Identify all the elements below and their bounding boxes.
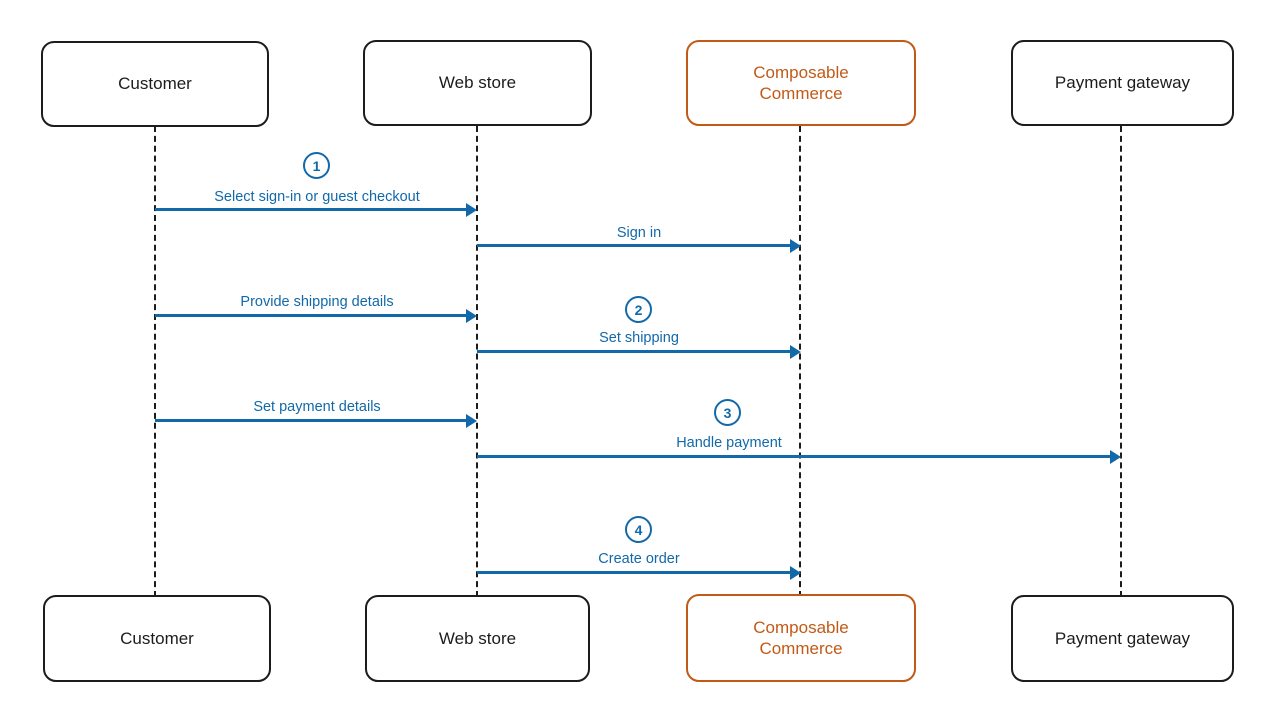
step-circle-4: 4 <box>625 516 652 543</box>
actor-label: Customer <box>120 628 194 648</box>
actor-box-payment-gateway-bottom: Payment gateway <box>1011 595 1234 682</box>
message-arrow-create-order <box>477 565 801 580</box>
message-label-set-payment: Set payment details <box>253 399 381 415</box>
message-label-provide-shipping: Provide shipping details <box>240 294 394 310</box>
message-label-create-order: Create order <box>598 551 680 567</box>
message-label-set-shipping: Set shipping <box>599 330 679 346</box>
actor-box-composable-commerce-top: Composable Commerce <box>686 40 916 126</box>
actor-box-payment-gateway-top: Payment gateway <box>1011 40 1234 126</box>
actor-label: Composable Commerce <box>753 62 849 103</box>
message-label-select-sign-in: Select sign-in or guest checkout <box>214 189 420 205</box>
step-circle-2: 2 <box>625 296 652 323</box>
actor-box-web-store-top: Web store <box>363 40 592 126</box>
actor-box-customer-bottom: Customer <box>43 595 271 682</box>
lifeline-payment-gateway <box>1120 126 1122 597</box>
message-arrow-select-sign-in <box>155 202 477 217</box>
actor-label: Composable Commerce <box>753 617 849 658</box>
message-arrow-handle-payment <box>477 449 1121 464</box>
step-number: 2 <box>634 301 643 318</box>
actor-box-web-store-bottom: Web store <box>365 595 590 682</box>
message-arrow-sign-in <box>477 238 801 253</box>
message-arrow-provide-shipping <box>155 308 477 323</box>
actor-label: Web store <box>438 73 517 93</box>
lifeline-composable-commerce <box>799 126 801 597</box>
actor-box-customer-top: Customer <box>41 41 269 127</box>
step-circle-1: 1 <box>303 152 330 179</box>
message-arrow-set-payment <box>155 413 477 428</box>
actor-label: Customer <box>118 74 192 94</box>
step-number: 4 <box>634 521 643 538</box>
actor-box-composable-commerce-bottom: Composable Commerce <box>686 594 916 682</box>
lifeline-customer <box>154 126 156 597</box>
actor-label: Web store <box>438 628 517 648</box>
step-number: 3 <box>723 404 732 421</box>
message-arrow-set-shipping <box>477 344 801 359</box>
step-circle-3: 3 <box>714 399 741 426</box>
actor-label: Payment gateway <box>1054 73 1191 93</box>
message-label-sign-in: Sign in <box>616 225 662 241</box>
lifeline-web-store <box>476 126 478 597</box>
actor-label: Payment gateway <box>1054 628 1191 648</box>
message-label-handle-payment: Handle payment <box>676 435 782 451</box>
step-number: 1 <box>312 157 321 174</box>
